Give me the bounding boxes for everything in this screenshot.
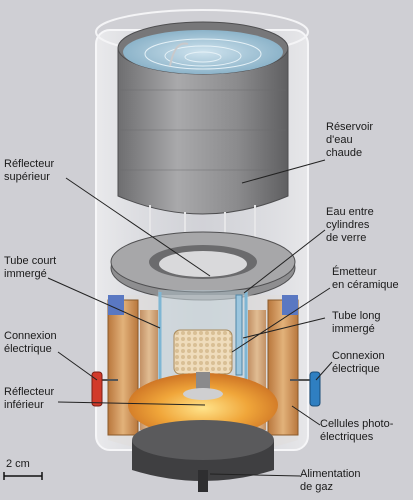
label-reservoir-line3: chaude [326, 147, 363, 159]
connector-right [290, 371, 321, 407]
label-alimentation-line2: de gaz [300, 481, 334, 493]
hot-water-reservoir [117, 21, 289, 215]
label-emetteur: Émetteur en céramique [332, 266, 399, 292]
label-reflecteur-superieur: Réflecteur supérieur [4, 158, 54, 184]
label-eau-entre-line3: de verre [326, 232, 367, 244]
label-connexion-gauche-line1: Connexion [4, 330, 57, 342]
label-tube-court-line1: Tube court [4, 255, 57, 267]
label-reflecteur-superieur-line2: supérieur [4, 171, 50, 183]
label-connexion-droite-line2: électrique [332, 363, 380, 375]
label-tube-long: Tube long immergé [332, 310, 381, 336]
label-connexion-droite-line1: Connexion [332, 350, 385, 362]
label-reflecteur-inferieur-line1: Réflecteur [4, 386, 55, 398]
label-reflecteur-superieur-line1: Réflecteur [4, 158, 55, 170]
label-alimentation: Alimentation de gaz [300, 468, 361, 494]
label-eau-entre: Eau entre cylindres de verre [326, 206, 374, 245]
label-connexion-droite: Connexion électrique [332, 350, 385, 376]
label-cellules-line1: Cellules photo- [320, 418, 394, 430]
scale-bar [3, 472, 43, 480]
upper-reflector [110, 231, 296, 301]
label-eau-entre-line2: cylindres [326, 219, 370, 231]
label-cellules: Cellules photo- électriques [320, 418, 393, 444]
label-emetteur-line2: en céramique [332, 279, 399, 291]
label-eau-entre-line1: Eau entre [326, 206, 374, 218]
label-connexion-gauche: Connexion électrique [4, 330, 57, 356]
label-echelle: 2 cm [6, 458, 30, 470]
long-immersed-tube [235, 294, 243, 376]
ceramic-emitter [173, 329, 233, 375]
label-tube-court: Tube court immergé [4, 255, 56, 281]
label-emetteur-line1: Émetteur [332, 266, 377, 278]
label-tube-court-line2: immergé [4, 268, 47, 280]
label-cellules-line2: électriques [320, 431, 374, 443]
leader-lines [47, 159, 333, 477]
label-reservoir: Réservoir d'eau chaude [326, 121, 373, 160]
label-reflecteur-inferieur: Réflecteur inférieur [4, 386, 54, 412]
label-reservoir-line2: d'eau [326, 134, 353, 146]
label-reflecteur-inferieur-line2: inférieur [4, 399, 44, 411]
label-tube-long-line1: Tube long [332, 310, 381, 322]
label-connexion-gauche-line2: électrique [4, 343, 52, 355]
label-alimentation-line1: Alimentation [300, 468, 361, 480]
label-tube-long-line2: immergé [332, 323, 375, 335]
gas-base [132, 420, 274, 492]
label-reservoir-line1: Réservoir [326, 121, 374, 133]
connector-left [91, 371, 118, 407]
